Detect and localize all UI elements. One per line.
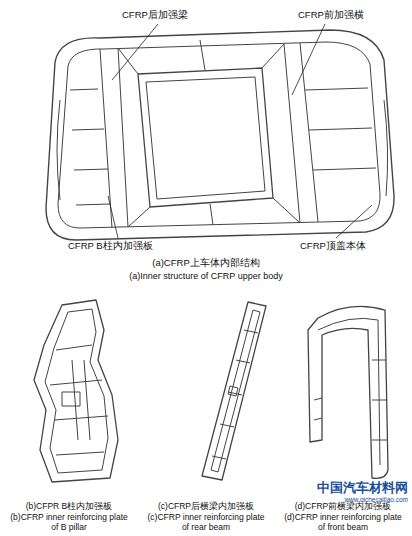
part-label: CFRP B柱内加强板 xyxy=(68,241,178,252)
leader-line xyxy=(108,24,372,238)
caption: (b)CFRP inner reinforcing plate of B pil… xyxy=(6,513,132,532)
rear-beam-plate xyxy=(202,302,266,480)
caption: (a)CFRP上车体内部结构 xyxy=(56,258,356,269)
watermark: www.qichecailiao.com xyxy=(300,496,408,503)
roof-frame xyxy=(46,30,394,240)
part-label: CFRP前加强横 xyxy=(298,10,388,21)
front-beam-plate xyxy=(308,306,388,478)
caption: (b)CFPR B柱内加强板 xyxy=(2,502,136,512)
caption: (d)CFRP前横梁内加强板 xyxy=(276,502,410,512)
b-pillar-plate xyxy=(34,300,118,482)
watermark: 中国汽车材料网 xyxy=(300,481,408,496)
caption: (c)CFRP后横梁内加强板 xyxy=(139,502,273,512)
caption: (a)Inner structure of CFRP upper body xyxy=(56,271,356,281)
caption: (c)CFRP inner reinforcing plate of rear … xyxy=(143,513,269,532)
caption: (d)CFRP inner reinforcing plate of front… xyxy=(280,513,406,532)
part-label: CFRP顶盖本体 xyxy=(300,241,390,252)
part-label: CFRP后加强梁 xyxy=(122,10,212,21)
